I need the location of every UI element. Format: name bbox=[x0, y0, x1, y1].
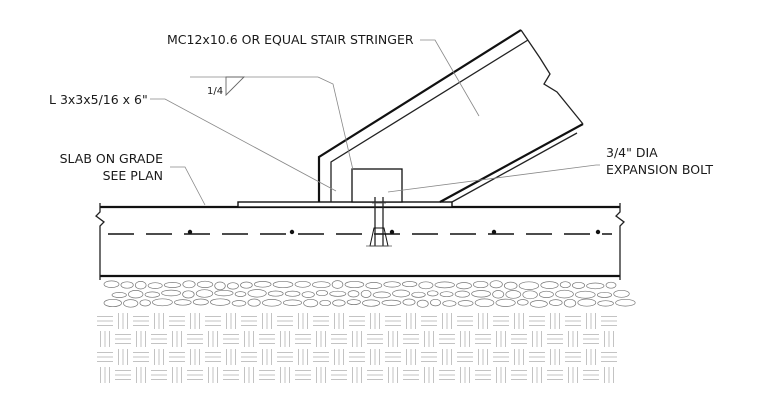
bolt-callout-line1: 3/4" DIA bbox=[606, 145, 658, 160]
rebar-dot bbox=[595, 229, 601, 235]
base-angle-plate bbox=[237, 201, 453, 208]
bolt-leader bbox=[387, 164, 600, 193]
stringer-callout: MC12x10.6 OR EQUAL STAIR STRINGER bbox=[167, 32, 414, 47]
angle-callout: L 3x3x5/16 x 6" bbox=[49, 92, 148, 107]
compacted-soil-hatch bbox=[97, 313, 617, 383]
slab-right-break-line bbox=[615, 203, 625, 280]
weld-symbol: 1/4 bbox=[190, 76, 354, 171]
rebar-dot bbox=[389, 229, 395, 235]
stringer-break-line bbox=[520, 29, 584, 125]
slab-callout-line2: SEE PLAN bbox=[103, 168, 163, 183]
slab-left-break-line bbox=[95, 203, 105, 280]
slab-callout-line1: SLAB ON GRADE bbox=[60, 151, 163, 166]
expansion-bolt bbox=[366, 197, 392, 247]
gravel-base-hatch bbox=[103, 280, 636, 308]
angle-leader bbox=[150, 98, 337, 192]
leader-lines bbox=[150, 39, 600, 206]
clip-angle bbox=[351, 168, 403, 203]
concrete-slab bbox=[95, 203, 625, 280]
slab-leader bbox=[170, 166, 206, 206]
rebar-dot bbox=[187, 229, 193, 235]
rebar-dot bbox=[491, 229, 497, 235]
stair-stringer-channel bbox=[317, 29, 584, 203]
bolt-callout-line2: EXPANSION BOLT bbox=[606, 162, 713, 177]
weld-size-label: 1/4 bbox=[207, 86, 223, 97]
rebar-dot bbox=[289, 229, 295, 235]
stringer-leader bbox=[420, 39, 480, 117]
